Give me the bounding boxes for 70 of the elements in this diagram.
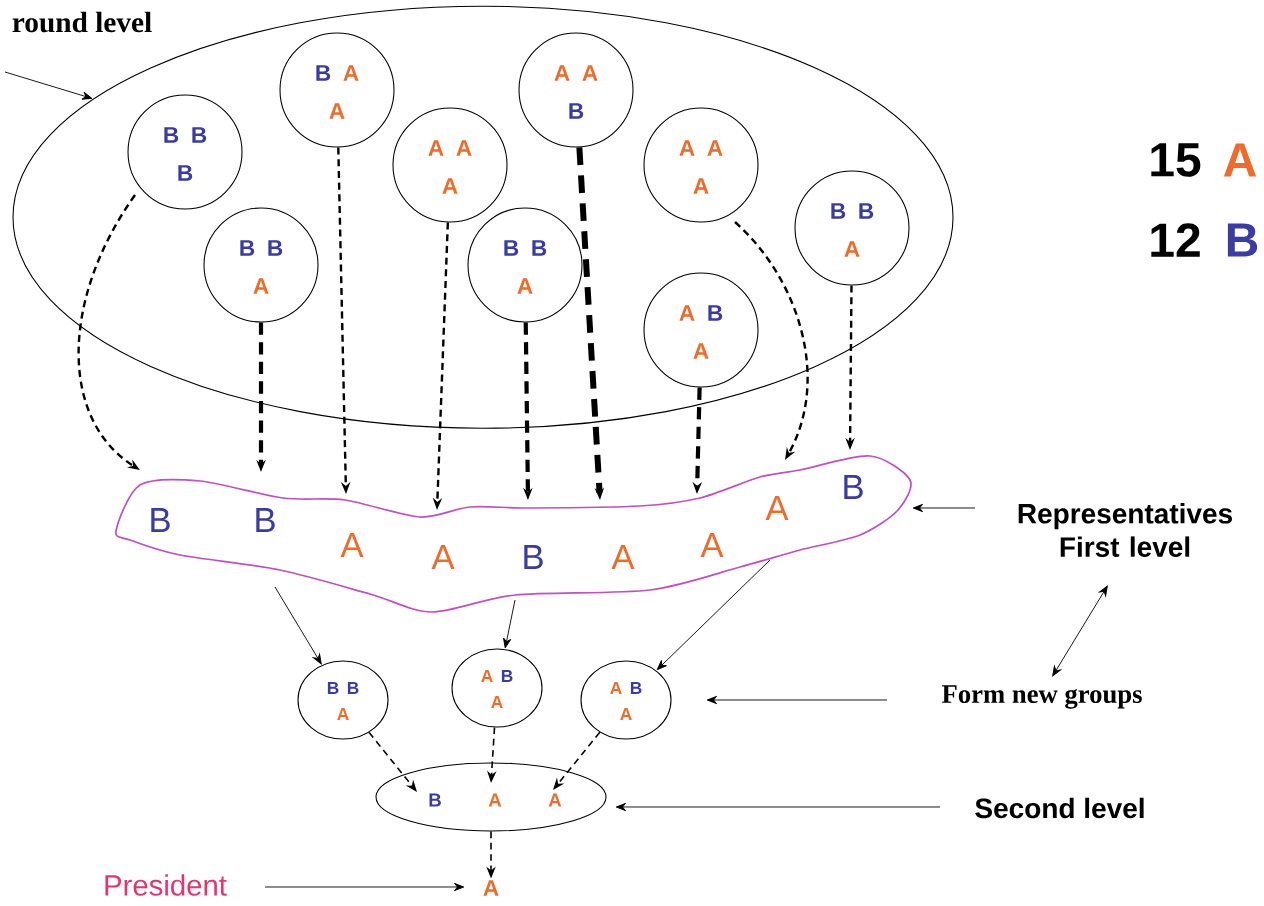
letter: B [164,127,179,143]
letter: B [256,508,275,532]
letter: B [192,127,207,143]
letter: A [679,140,695,156]
letter: A [253,278,269,294]
count-label: 12 [1151,223,1200,257]
letter: B [151,508,170,532]
letter: A [343,65,359,81]
letter: B [859,203,874,219]
count-label: B [1227,223,1258,257]
letter: B [316,65,331,81]
letter: B [708,305,723,321]
letter: A [611,545,635,569]
letter: B [524,545,543,569]
annotation-text: Form new groups [941,685,1142,709]
letter: B [429,793,441,807]
dashed-arrow [553,731,601,790]
letter: A [765,496,789,520]
letter: B [532,240,547,256]
letter: A [340,533,364,557]
letter: A [844,241,860,257]
letter: A [679,305,695,321]
letter: A [517,278,533,294]
letter: A [620,708,632,720]
letter: A [707,140,723,156]
arrow [264,882,465,892]
letter: A [582,65,598,81]
letter: B [501,670,513,682]
letter: A [456,140,472,156]
dashed-arrow [368,731,417,792]
letter: B [240,240,255,256]
letter: B [347,682,359,694]
letter: A [481,670,493,682]
arrow [656,559,771,671]
letter: A [431,545,455,569]
annotation-text: Second level [975,797,1144,819]
large-ellipse [12,5,954,429]
letter: A [428,140,444,156]
letter: A [491,696,503,708]
letter: A [442,178,458,194]
letter: A [488,793,502,807]
letter: A [693,178,709,194]
letter: A [337,708,349,720]
letter: B [630,682,642,694]
letter: B [569,103,584,119]
letter: B [831,203,846,219]
letter: B [327,682,339,694]
arrow [4,71,93,100]
arrow [706,695,888,705]
letter: A [554,65,570,81]
double-arrow [1052,585,1108,677]
letter: B [504,240,519,256]
letter: A [693,343,709,359]
count-label: 15 [1151,143,1201,177]
letter: A [700,533,724,557]
letter: A [610,682,622,694]
letter: A [548,793,562,807]
arrow [615,802,941,812]
annotation-text: President [105,874,227,896]
arrow [503,599,516,649]
count-label: A [1223,143,1257,177]
letter: A [483,880,499,896]
arrow [912,503,976,513]
annotation-text: Representatives First level [1018,503,1232,557]
letter: B [268,240,283,256]
letter: B [178,165,193,181]
letter: B [844,475,863,499]
annotation-text: round level [12,11,152,33]
letter: A [329,103,345,119]
arrow [274,586,322,665]
